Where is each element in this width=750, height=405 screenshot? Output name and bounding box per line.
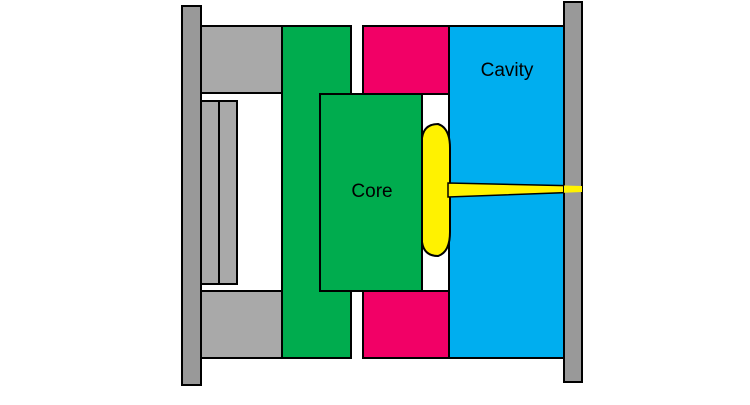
ejector-plate-outer — [200, 100, 220, 285]
left-clamp-plate — [181, 5, 202, 386]
cavity-label: Cavity — [481, 60, 534, 81]
core-label: Core — [351, 181, 392, 202]
upper-support-block — [200, 25, 283, 94]
ejector-plate-inner — [218, 100, 238, 285]
core-insert — [319, 93, 423, 292]
lower-retainer — [362, 290, 450, 359]
sprue-through-plate — [564, 185, 582, 193]
lower-support-block — [200, 290, 283, 359]
molded-part — [421, 122, 451, 258]
upper-retainer — [362, 25, 450, 95]
